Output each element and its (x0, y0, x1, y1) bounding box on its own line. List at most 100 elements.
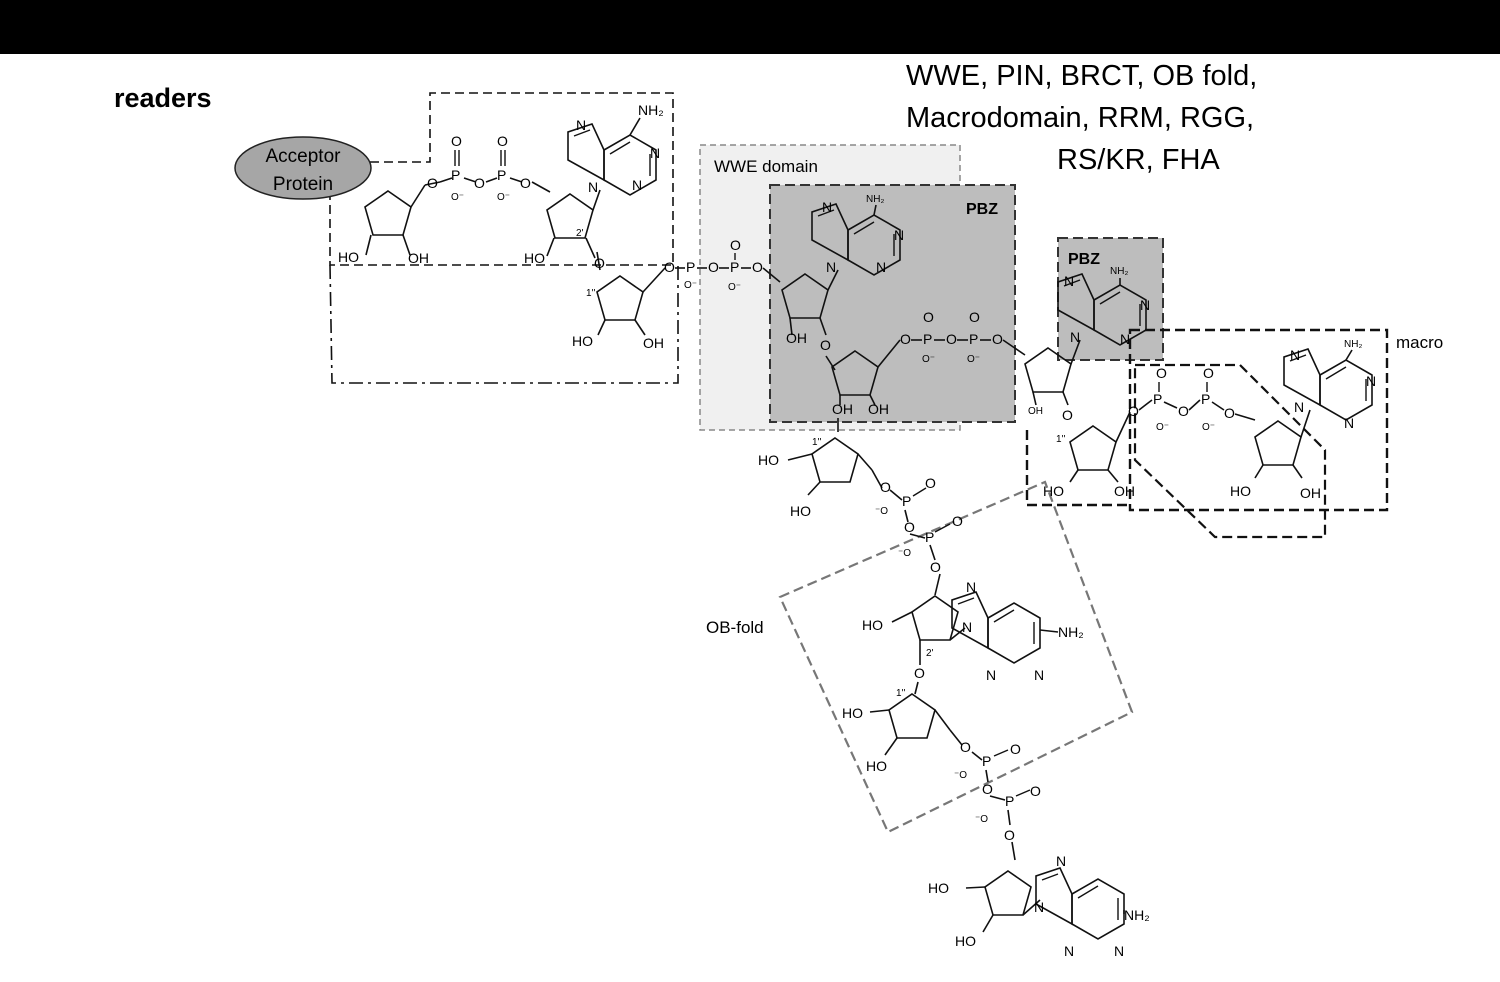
macro-outline-lower (1025, 430, 1130, 507)
svg-text:O: O (982, 781, 993, 797)
svg-text:O: O (451, 133, 462, 149)
adenosine-5: HO 2' N N N N NH₂ O (862, 579, 1084, 683)
svg-text:O⁻: O⁻ (451, 192, 464, 203)
svg-text:HO: HO (1230, 483, 1251, 499)
svg-text:O: O (880, 479, 891, 495)
svg-text:O⁻: O⁻ (922, 354, 935, 365)
readers-heading: readers (114, 83, 212, 113)
svg-text:O⁻: O⁻ (1156, 422, 1169, 433)
svg-text:O: O (1178, 403, 1189, 419)
svg-text:O: O (952, 513, 963, 529)
svg-text:⁻O: ⁻O (898, 548, 911, 559)
pbz-label-1: PBZ (966, 201, 998, 218)
svg-text:O: O (960, 739, 971, 755)
svg-text:O⁻: O⁻ (967, 354, 980, 365)
svg-text:N: N (1114, 943, 1124, 959)
svg-text:N: N (1290, 347, 1300, 363)
svg-text:1'': 1'' (1056, 434, 1065, 445)
svg-text:O: O (520, 175, 531, 191)
svg-text:N: N (588, 179, 598, 195)
adenosine-2: OH O N N N N NH₂ (781, 194, 904, 353)
svg-text:N: N (986, 667, 996, 683)
svg-text:O: O (900, 331, 911, 347)
svg-text:O: O (1203, 365, 1214, 381)
ribose-3: OH OH (825, 339, 901, 417)
svg-text:N: N (1034, 667, 1044, 683)
svg-text:O⁻: O⁻ (497, 192, 510, 203)
svg-text:OH: OH (868, 401, 889, 417)
svg-text:P: P (730, 259, 739, 275)
pyrophosphate-6: O P O ⁻O O P O ⁻O O (954, 739, 1041, 861)
svg-text:O: O (664, 259, 675, 275)
svg-text:NH₂: NH₂ (866, 194, 884, 205)
svg-text:P: P (1153, 391, 1162, 407)
reader-outline-bottom (329, 264, 679, 384)
domains-list-line2: Macrodomain, RRM, RGG, (906, 102, 1254, 134)
svg-text:O: O (497, 133, 508, 149)
obfold-label: OB-fold (706, 618, 764, 637)
svg-text:N: N (576, 117, 586, 133)
domains-list-line3: RS/KR, FHA (1057, 144, 1220, 176)
wwe-domain-label: WWE domain (714, 157, 818, 176)
svg-text:O: O (1004, 827, 1015, 843)
acceptor-label-2: Protein (273, 174, 333, 195)
svg-text:N: N (650, 145, 660, 161)
svg-text:OH: OH (832, 401, 853, 417)
svg-text:O: O (1128, 403, 1139, 419)
svg-text:O: O (594, 255, 605, 271)
svg-text:O: O (925, 475, 936, 491)
svg-text:HO: HO (524, 250, 545, 266)
svg-text:N: N (1064, 273, 1074, 289)
svg-text:N: N (1344, 415, 1354, 431)
pbz-label-2: PBZ (1068, 251, 1100, 268)
svg-text:P: P (902, 493, 911, 509)
ribose-5: 1'' HO HO (758, 418, 883, 519)
svg-text:OH: OH (1028, 406, 1043, 417)
svg-text:P: P (1005, 793, 1014, 809)
svg-text:NH₂: NH₂ (638, 102, 664, 118)
svg-text:HO: HO (928, 880, 949, 896)
svg-text:NH₂: NH₂ (1058, 624, 1084, 640)
svg-text:OH: OH (643, 335, 664, 351)
svg-text:O⁻: O⁻ (684, 280, 697, 291)
svg-text:O⁻: O⁻ (1202, 422, 1215, 433)
svg-text:HO: HO (338, 249, 359, 265)
svg-text:OH: OH (408, 250, 429, 266)
svg-text:⁻O: ⁻O (975, 814, 988, 825)
svg-text:N: N (1070, 329, 1080, 345)
pyrophosphate-1: O P O O⁻ O P O O⁻ O (424, 133, 551, 203)
svg-text:N: N (1064, 943, 1074, 959)
adenosine-3: OH O N N N N NH₂ (1024, 266, 1150, 423)
svg-text:HO: HO (1043, 483, 1064, 499)
svg-text:N: N (1140, 297, 1150, 313)
svg-text:N: N (894, 227, 904, 243)
svg-text:HO: HO (790, 503, 811, 519)
svg-text:N: N (1034, 899, 1044, 915)
svg-text:P: P (925, 529, 934, 545)
svg-text:O: O (820, 337, 831, 353)
svg-text:N: N (1366, 373, 1376, 389)
svg-text:O: O (1010, 741, 1021, 757)
pbz-box-1 (769, 184, 1016, 423)
svg-text:1'': 1'' (896, 688, 905, 699)
svg-text:NH₂: NH₂ (1110, 266, 1128, 277)
pyrophosphate-5: O P O ⁻O O P O ⁻O O (875, 475, 963, 596)
acceptor-label-1: Acceptor (266, 146, 342, 167)
svg-text:P: P (923, 331, 932, 347)
acceptor-protein (234, 136, 372, 200)
svg-text:⁻O: ⁻O (875, 506, 888, 517)
svg-text:O: O (930, 559, 941, 575)
svg-text:2': 2' (576, 228, 584, 239)
svg-text:1'': 1'' (812, 437, 821, 448)
svg-text:OH: OH (1114, 483, 1135, 499)
svg-text:⁻O: ⁻O (954, 770, 967, 781)
domains-list-line1: WWE, PIN, BRCT, OB fold, (906, 60, 1257, 92)
svg-text:HO: HO (955, 933, 976, 949)
svg-text:HO: HO (866, 758, 887, 774)
svg-text:O: O (730, 237, 741, 253)
svg-text:N: N (1120, 331, 1130, 347)
svg-text:OH: OH (786, 330, 807, 346)
ribose-2: O 1'' HO OH (572, 251, 666, 351)
svg-text:P: P (969, 331, 978, 347)
